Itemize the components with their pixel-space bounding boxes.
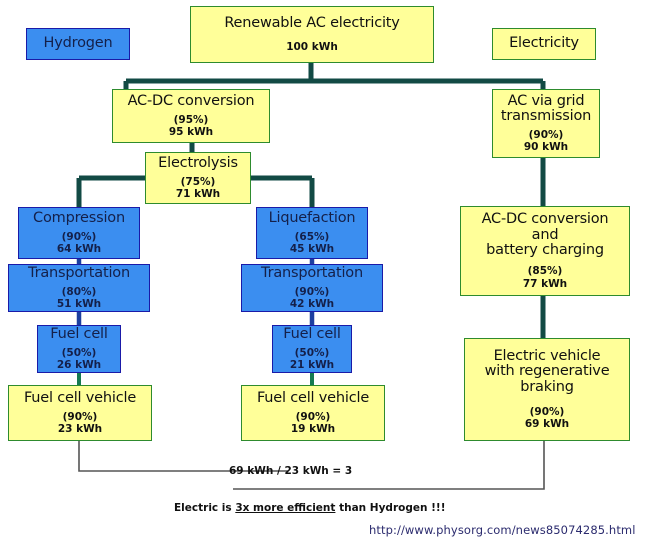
conclusion-suffix: than Hydrogen !!!	[335, 502, 446, 514]
node-transportation-compressed[interactable]: Transportation (80%) 51 kWh	[8, 264, 150, 312]
node-fuel-cell-vehicle-compressed[interactable]: Fuel cell vehicle (90%) 23 kWh	[8, 385, 152, 441]
node-source[interactable]: Renewable AC electricity 100 kWh	[190, 6, 434, 63]
node-fuel-cell-vehicle-compressed-efficiency: (90%)	[62, 410, 98, 423]
node-ac-dc-conversion-battery-charging-title: AC-DC conversion and battery charging	[481, 211, 609, 259]
node-fuel-cell-vehicle-liquid-efficiency: (90%)	[295, 410, 331, 423]
node-fuel-cell-vehicle-compressed-energy: 23 kWh	[57, 422, 103, 435]
ratio-annotation: 69 kWh / 23 kWh = 3	[229, 465, 353, 477]
node-fuel-cell-vehicle-liquid-title: Fuel cell vehicle	[256, 390, 370, 407]
node-compression-title: Compression	[33, 210, 125, 227]
node-liquefaction[interactable]: Liquefaction (65%) 45 kWh	[256, 207, 368, 259]
connector-group-fuelcell-vehicle	[77, 373, 314, 385]
node-transportation-compressed-title: Transportation	[28, 265, 130, 282]
node-electric-vehicle-regenerative-braking-energy: 69 kWh	[524, 418, 570, 431]
node-transportation-compressed-efficiency: (80%)	[61, 285, 97, 298]
node-ac-via-grid-transmission[interactable]: AC via grid transmission (90%) 90 kWh	[492, 89, 600, 158]
node-ac-via-grid-transmission-efficiency: (90%)	[528, 128, 564, 141]
node-ac-dc-conversion-battery-charging-energy: 77 kWh	[522, 277, 568, 290]
node-ac-dc-conversion-battery-charging[interactable]: AC-DC conversion and battery charging (8…	[460, 206, 630, 296]
node-electric-vehicle-regenerative-braking-efficiency: (90%)	[529, 405, 565, 418]
node-transportation-compressed-energy: 51 kWh	[56, 297, 102, 310]
node-ac-via-grid-transmission-energy: 90 kWh	[523, 140, 569, 153]
node-electrolysis-title: Electrolysis	[158, 155, 238, 172]
node-fuel-cell-compressed[interactable]: Fuel cell (50%) 26 kWh	[37, 325, 121, 373]
node-liquefaction-efficiency: (65%)	[294, 230, 330, 243]
node-transportation-liquid[interactable]: Transportation (90%) 42 kWh	[241, 264, 383, 312]
node-electric-vehicle-regenerative-braking[interactable]: Electric vehicle with regenerative braki…	[464, 338, 630, 441]
node-fuel-cell-liquid-efficiency: (50%)	[294, 346, 330, 359]
legend-hydrogen: Hydrogen	[26, 28, 130, 60]
node-transportation-liquid-title: Transportation	[261, 265, 363, 282]
node-source-title: Renewable AC electricity	[224, 15, 400, 32]
conclusion-annotation: Electric is 3x more efficient than Hydro…	[174, 502, 445, 514]
legend-electricity: Electricity	[492, 28, 596, 60]
node-liquefaction-title: Liquefaction	[268, 210, 356, 227]
node-transportation-liquid-efficiency: (90%)	[294, 285, 330, 298]
node-ac-dc-conversion-battery-charging-efficiency: (85%)	[527, 265, 563, 278]
node-ac-dc-conversion[interactable]: AC-DC conversion (95%) 95 kWh	[112, 89, 270, 143]
node-fuel-cell-liquid-title: Fuel cell	[283, 326, 341, 343]
conclusion-prefix: Electric is	[174, 502, 236, 514]
node-liquefaction-energy: 45 kWh	[289, 242, 335, 255]
node-fuel-cell-compressed-title: Fuel cell	[50, 326, 108, 343]
legend-electricity-label: Electricity	[509, 35, 579, 52]
node-fuel-cell-compressed-efficiency: (50%)	[61, 346, 97, 359]
node-fuel-cell-liquid[interactable]: Fuel cell (50%) 21 kWh	[272, 325, 352, 373]
node-fuel-cell-vehicle-liquid[interactable]: Fuel cell vehicle (90%) 19 kWh	[241, 385, 385, 441]
node-electrolysis[interactable]: Electrolysis (75%) 71 kWh	[145, 152, 251, 204]
node-compression[interactable]: Compression (90%) 64 kWh	[18, 207, 140, 259]
legend-hydrogen-label: Hydrogen	[43, 35, 113, 52]
node-transportation-liquid-energy: 42 kWh	[289, 297, 335, 310]
node-fuel-cell-vehicle-liquid-energy: 19 kWh	[290, 422, 336, 435]
node-source-energy: 100 kWh	[286, 40, 338, 53]
node-ac-via-grid-transmission-title: AC via grid transmission	[500, 93, 592, 125]
node-ac-dc-conversion-energy: 95 kWh	[168, 125, 214, 138]
node-electrolysis-energy: 71 kWh	[175, 187, 221, 200]
node-compression-energy: 64 kWh	[56, 242, 102, 255]
node-ac-dc-conversion-efficiency: (95%)	[173, 113, 209, 126]
node-electric-vehicle-regenerative-braking-title: Electric vehicle with regenerative braki…	[484, 347, 610, 395]
node-electrolysis-efficiency: (75%)	[180, 175, 216, 188]
node-ac-dc-conversion-title: AC-DC conversion	[127, 93, 255, 110]
node-fuel-cell-compressed-energy: 26 kWh	[56, 358, 102, 371]
source-url-link[interactable]: http://www.physorg.com/news85074285.html	[369, 523, 636, 537]
node-compression-efficiency: (90%)	[61, 230, 97, 243]
node-fuel-cell-vehicle-compressed-title: Fuel cell vehicle	[23, 390, 137, 407]
conclusion-emphasis: 3x more efficient	[235, 502, 336, 514]
node-fuel-cell-liquid-energy: 21 kWh	[289, 358, 335, 371]
